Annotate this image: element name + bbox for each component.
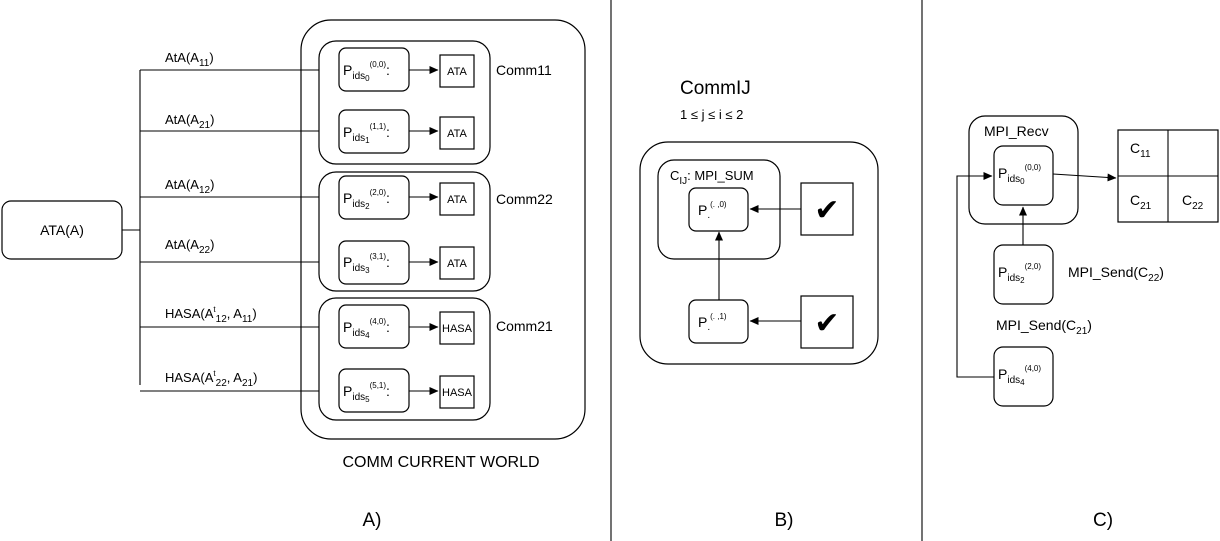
commij-condition: 1 ≤ j ≤ i ≤ 2	[680, 107, 743, 122]
check-icon: ✔	[814, 194, 839, 227]
task-box	[439, 54, 475, 88]
send-label-c22: MPI_Send(C22)	[1068, 264, 1164, 284]
task-box	[439, 116, 475, 150]
call-label-ata-a11: AtA(A11)	[165, 50, 214, 69]
process-label: Pids4(4,0):	[343, 317, 390, 340]
comm11-label: Comm11	[496, 62, 552, 78]
recv-process-label: Pids0(0,0)	[998, 163, 1041, 186]
task-label: HASA	[442, 387, 473, 399]
task-label: ATA	[447, 194, 467, 206]
panel-b-label: B)	[775, 510, 794, 531]
matrix-cell-c21: C21	[1130, 192, 1152, 212]
call-label-ata-a12: AtA(A12)	[165, 177, 214, 196]
process-row-3: Pids3(3,1): ATA	[338, 240, 475, 285]
check-box-bottom	[800, 295, 854, 349]
ata-root-label: ATA(A)	[40, 222, 84, 238]
comm21-label: Comm21	[496, 318, 553, 334]
leaf-process-label: P.(. ,1)	[698, 312, 727, 333]
root-process-node	[688, 187, 749, 232]
call-label-ata-a22: AtA(A22)	[165, 237, 214, 256]
process-label: Pids0(0,0):	[343, 60, 390, 83]
check-box-top	[800, 182, 854, 236]
panel-a: COMM CURRENT WORLD ATA(A) AtA(A11) AtA(A…	[1, 19, 586, 531]
mpi-sum-label: CIJ: MPI_SUM	[670, 168, 754, 187]
task-label: ATA	[447, 66, 467, 78]
process-row-5: Pids5(5,1): HASA	[338, 368, 475, 413]
task-label: HASA	[442, 323, 473, 335]
fanout-trunk	[122, 70, 141, 385]
call-label-ata-a21: AtA(A21)	[165, 112, 214, 131]
process-label: Pids3(3,1):	[343, 252, 390, 275]
call-label-hasa-2: HASA(At22, A21)	[165, 369, 257, 389]
panel-a-label: A)	[363, 510, 382, 531]
task-box	[439, 375, 475, 409]
commij-title: CommIJ	[680, 78, 751, 99]
task-label: ATA	[447, 258, 467, 270]
arrow-send-c21	[956, 172, 994, 378]
process-row-2: Pids2(2,0): ATA	[338, 175, 475, 220]
task-box	[439, 311, 475, 345]
mpi-recv-label: MPI_Recv	[984, 123, 1049, 139]
process-row-1: Pids1(1,1): ATA	[338, 109, 475, 154]
process-label: Pids5(5,1):	[343, 381, 390, 404]
task-box	[439, 246, 475, 280]
process-row-4: Pids4(4,0): HASA	[338, 304, 475, 349]
panel-c-label: C)	[1093, 510, 1113, 531]
process-row-0: Pids0(0,0): ATA	[338, 47, 475, 92]
process-label: Pids2(2,0):	[343, 188, 390, 211]
task-label: ATA	[447, 128, 467, 140]
comm-current-world-label: COMM CURRENT WORLD	[342, 454, 539, 471]
send-process-label-2: Pids2(2,0)	[998, 262, 1041, 285]
panel-b: CommIJ 1 ≤ j ≤ i ≤ 2 CIJ: MPI_SUM P.(. ,…	[639, 78, 879, 531]
send-process-label-4: Pids4(4,0)	[998, 364, 1041, 387]
process-label: Pids1(1,1):	[343, 122, 390, 145]
check-icon: ✔	[814, 307, 839, 340]
task-box	[439, 182, 475, 216]
send-label-c21: MPI_Send(C21)	[996, 317, 1092, 337]
arrow-recv-to-matrix	[1052, 173, 1117, 182]
matrix-cell-c22: C22	[1182, 192, 1204, 212]
call-label-hasa-1: HASA(At12, A11)	[165, 305, 257, 325]
recv-process-node	[993, 145, 1054, 206]
matrix-cell-c11: C11	[1130, 140, 1151, 160]
comm22-label: Comm22	[496, 191, 553, 207]
root-process-label: P.(. ,0)	[698, 200, 727, 221]
panel-c: MPI_Recv Pids0(0,0) Pids2(2,0) Pids4(4,0…	[956, 115, 1219, 531]
